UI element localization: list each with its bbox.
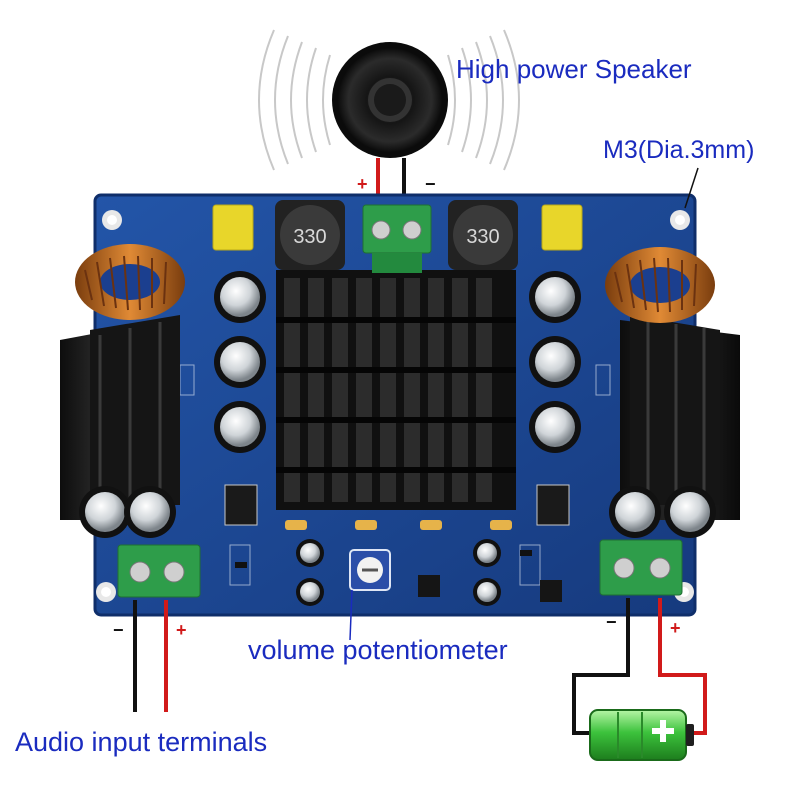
volume-potentiometer-label: volume potentiometer	[248, 635, 508, 665]
potentiometer-icon	[349, 549, 391, 591]
speaker-label: High power Speaker	[456, 54, 692, 84]
center-heatsink	[276, 270, 516, 510]
speaker-plus-sign: +	[357, 174, 368, 194]
inductor-left-value: 330	[293, 226, 326, 248]
power-wires	[572, 598, 707, 735]
inductor-right-icon: 330	[448, 200, 518, 270]
film-capacitor-right	[541, 204, 583, 251]
speaker-minus-sign: −	[425, 174, 436, 194]
audio-minus-sign: −	[113, 620, 124, 640]
film-capacitor-left	[212, 204, 254, 251]
power-input-terminal-icon	[599, 539, 683, 596]
inductor-right-value: 330	[466, 226, 499, 248]
right-heatsink	[620, 315, 740, 520]
battery-icon	[589, 709, 694, 761]
left-heatsink	[60, 315, 180, 520]
mounting-hole-label: M3(Dia.3mm)	[603, 136, 755, 164]
electrolytic-capacitors	[79, 271, 716, 606]
toroid-inductor-right-icon	[605, 247, 715, 323]
audio-input-terminal-icon	[117, 544, 201, 598]
power-plus-sign: +	[670, 618, 681, 638]
audio-plus-sign: +	[176, 620, 187, 640]
small-components	[224, 484, 570, 602]
speaker-icon	[332, 42, 448, 158]
toroid-inductor-left-icon	[75, 244, 185, 320]
speaker-output-terminal-icon	[362, 204, 432, 273]
inductor-left-icon: 330	[275, 200, 345, 270]
sound-waves-icon	[258, 29, 520, 171]
audio-input-wires	[133, 600, 168, 712]
audio-input-label: Audio input terminals	[15, 727, 268, 757]
power-minus-sign: −	[606, 612, 617, 632]
